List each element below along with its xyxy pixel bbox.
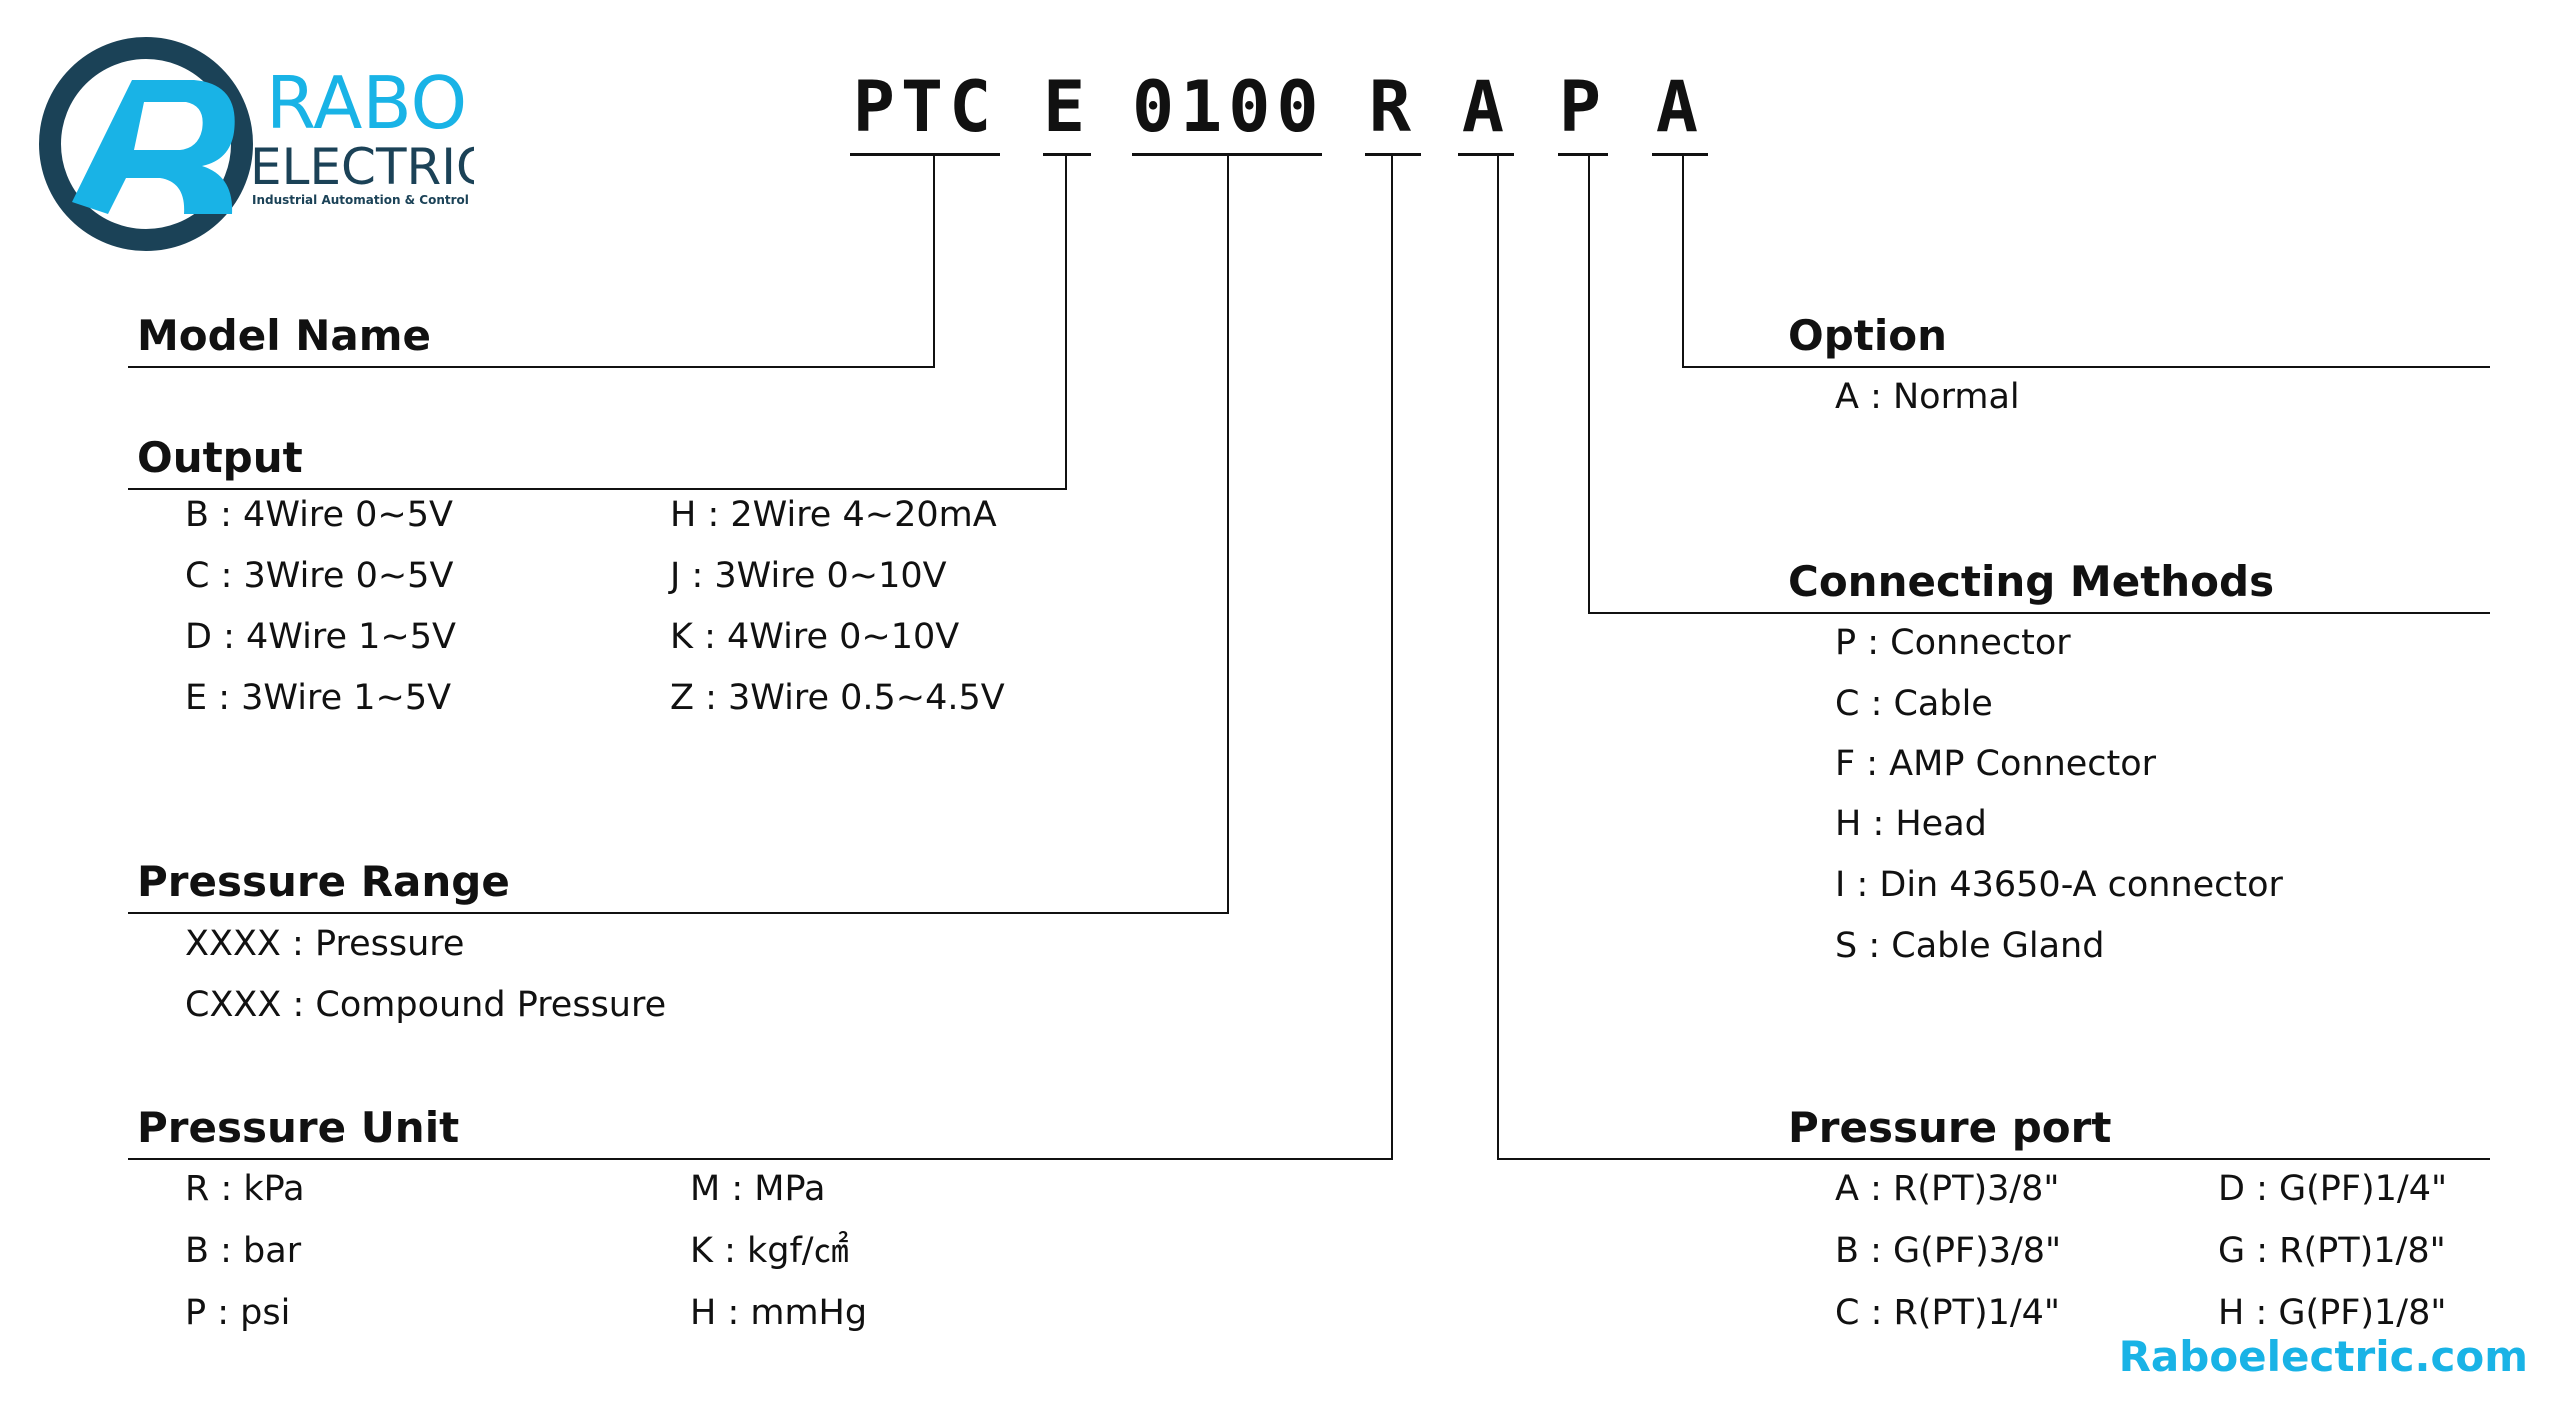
code-unit-text: R — [1368, 66, 1418, 148]
pressure-port-item: H : G(PF)1/8" — [2218, 1293, 2447, 1333]
output-item: Z : 3Wire 0.5~4.5V — [670, 678, 1005, 718]
logo-sub: ELECTRIC — [250, 138, 474, 196]
model-name-rule — [128, 366, 935, 368]
connecting-method-item: I : Din 43650-A connector — [1835, 865, 2283, 905]
pressure-range-item: CXXX : Compound Pressure — [185, 985, 667, 1025]
code-port-text: A — [1461, 66, 1511, 148]
pressure-port-item: G : R(PT)1/8" — [2218, 1231, 2446, 1271]
connecting-method-item: P : Connector — [1835, 623, 2071, 663]
pressure-range-title: Pressure Range — [137, 857, 510, 906]
code-option: A — [1652, 62, 1708, 156]
pressure-unit-item: K : kgf/㎠ — [690, 1231, 849, 1271]
code-model-text: PTC — [852, 66, 998, 148]
code-port: A — [1458, 62, 1514, 156]
pressure-unit-item: P : psi — [185, 1293, 291, 1333]
pressure-unit-item: B : bar — [185, 1231, 302, 1271]
output-item: H : 2Wire 4~20mA — [670, 495, 997, 535]
code-range-text: 0100 — [1132, 66, 1325, 148]
pressure-port-item: B : G(PF)3/8" — [1835, 1231, 2062, 1271]
output-item: D : 4Wire 1~5V — [185, 617, 456, 657]
pressure-unit-item: M : MPa — [690, 1169, 826, 1209]
output-title: Output — [137, 433, 303, 482]
option-rule — [1682, 366, 2490, 368]
pressure-port-item: D : G(PF)1/4" — [2218, 1169, 2448, 1209]
pressure-range-item: XXXX : Pressure — [185, 924, 465, 964]
connector-option — [1682, 156, 1684, 368]
logo-tagline: Industrial Automation & Control — [252, 193, 469, 207]
pressure-unit-item: H : mmHg — [690, 1293, 868, 1333]
logo-name: RABO — [266, 61, 467, 145]
connector-pressure-port — [1497, 156, 1499, 1160]
pressure-port-rule — [1497, 1158, 2490, 1160]
output-item: B : 4Wire 0~5V — [185, 495, 453, 535]
code-range: 0100 — [1132, 62, 1322, 156]
pressure-range-rule — [128, 912, 1229, 914]
connecting-method-item: S : Cable Gland — [1835, 926, 2105, 966]
code-connecting-text: P — [1558, 66, 1608, 148]
connecting-methods-rule — [1588, 612, 2490, 614]
connecting-method-item: H : Head — [1835, 804, 1987, 844]
pressure-unit-rule — [128, 1158, 1393, 1160]
pressure-unit-item: R : kPa — [185, 1169, 305, 1209]
option-item: A : Normal — [1835, 377, 2020, 417]
output-item: E : 3Wire 1~5V — [185, 678, 452, 718]
connector-pressure-unit — [1391, 156, 1393, 1160]
connecting-method-item: C : Cable — [1835, 684, 1993, 724]
code-output-text: E — [1043, 66, 1092, 148]
pressure-port-item: A : R(PT)3/8" — [1835, 1169, 2060, 1209]
connector-connecting-methods — [1588, 156, 1590, 612]
code-connecting: P — [1558, 62, 1608, 156]
output-item: K : 4Wire 0~10V — [670, 617, 960, 657]
code-model: PTC — [850, 62, 1000, 156]
connector-pressure-range — [1227, 156, 1229, 914]
pressure-port-title: Pressure port — [1788, 1103, 2112, 1152]
logo-br-cutout — [134, 102, 203, 150]
code-option-text: A — [1655, 66, 1705, 148]
model-name-title: Model Name — [137, 311, 431, 360]
output-rule — [128, 488, 1067, 490]
output-item: C : 3Wire 0~5V — [185, 556, 454, 596]
rabo-electric-logo: RABO ELECTRIC Industrial Automation & Co… — [39, 37, 474, 251]
connector-output — [1065, 156, 1067, 490]
option-title: Option — [1788, 311, 1947, 360]
logo-ring — [39, 37, 253, 251]
connecting-method-item: F : AMP Connector — [1835, 744, 2157, 784]
pressure-port-item: C : R(PT)1/4" — [1835, 1293, 2061, 1333]
code-output: E — [1043, 62, 1091, 156]
code-unit: R — [1365, 62, 1421, 156]
output-item: J : 3Wire 0~10V — [670, 556, 947, 596]
connector-model-name — [933, 156, 935, 368]
connecting-methods-title: Connecting Methods — [1788, 557, 2275, 606]
website-link[interactable]: Raboelectric.com — [2118, 1332, 2528, 1381]
pressure-unit-title: Pressure Unit — [137, 1103, 460, 1152]
